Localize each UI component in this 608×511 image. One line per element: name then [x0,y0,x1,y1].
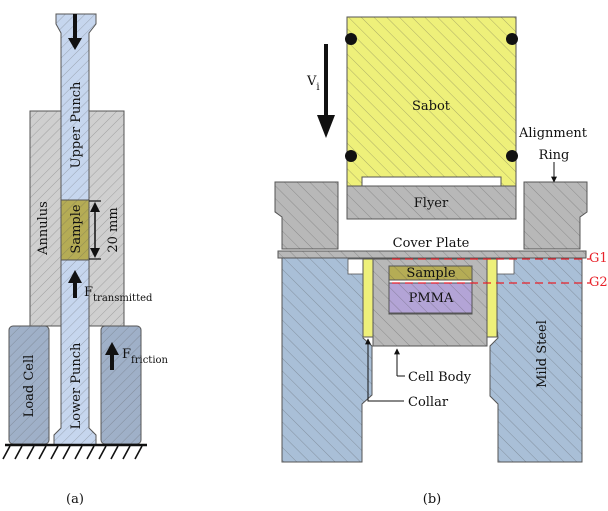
velocity-arrow [317,44,335,138]
alignment-ring-label-1: Alignment [518,126,588,141]
punch-load-arrow [68,14,82,50]
length-label: 20 mm [106,207,121,252]
gap-right [495,258,515,275]
cover-plate [277,250,587,259]
pmma-window [388,282,473,314]
sample-b [388,265,473,281]
flyer-label: Flyer [414,196,449,211]
oring-bottom-left [345,150,357,162]
panel-a: Upper Punch Annulus Sample 20 mm Load Ce… [2,13,169,507]
g1-label: G1 [589,251,608,266]
panel-b: Vi Sabot Alignment Ring Flyer Cover Plat… [274,16,608,507]
sample-label-a: Sample [69,204,84,253]
g2-label: G2 [589,275,608,290]
mild-steel-right [489,257,583,463]
load-cell-label: Load Cell [22,355,37,418]
upper-punch [55,13,97,201]
f-friction-arrow [105,342,119,370]
oring-bottom-right [506,150,518,162]
load-cell-left [8,325,50,445]
mild-steel-left [281,257,373,463]
velocity-label: Vi [306,74,320,93]
load-cell-right [100,325,142,445]
collar-label: Collar [408,395,449,410]
length-dimension-arrow [89,200,101,260]
mild-steel-label: Mild Steel [535,320,550,388]
flyer [346,185,517,220]
oring-top-left [345,33,357,45]
sabot-label: Sabot [412,99,451,114]
lower-punch-label: Lower Punch [69,342,84,429]
oring-top-right [506,33,518,45]
cell-body-label: Cell Body [408,370,472,385]
f-friction-label: Ffriction [122,347,169,366]
alignment-ring-left [274,181,339,250]
f-transmitted-arrow [68,270,82,298]
collar-leader [365,338,404,402]
cover-plate-label: Cover Plate [393,236,470,251]
caption-b: (b) [423,492,441,507]
alignment-ring-right [523,181,588,250]
upper-punch-label: Upper Punch [69,81,84,168]
annulus-label: Annulus [36,201,51,256]
pmma-label: PMMA [409,291,454,306]
sample-label-b: Sample [406,266,455,281]
lower-punch [53,259,97,446]
ground [2,443,147,460]
alignment-ring-label-2: Ring [539,148,570,163]
caption-a: (a) [66,492,84,507]
f-transmitted-label: Ftransmitted [84,285,153,304]
sample-a [60,199,90,261]
